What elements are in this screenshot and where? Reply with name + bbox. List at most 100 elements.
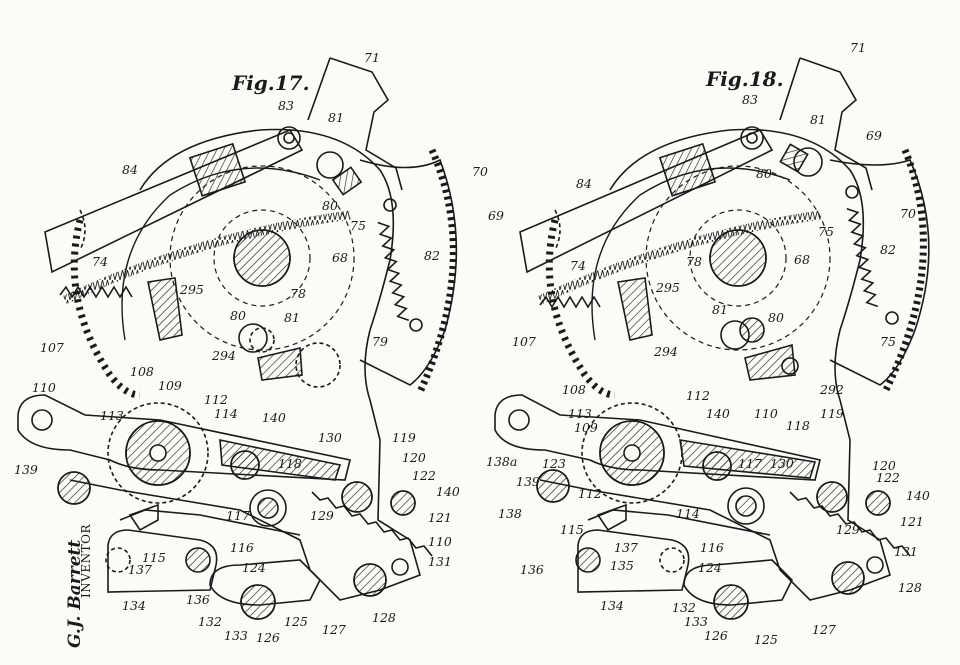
ref-label: 108 [562,382,586,397]
ref-label: 121 [900,514,924,529]
hub-circle [689,209,787,307]
ref-label: 131 [428,554,452,569]
ref-label: 120 [872,458,896,473]
ref-label: 74 [92,254,108,269]
bar-114 [679,439,817,479]
lever-84 [44,128,304,274]
block-80 [779,143,809,173]
ref-label: 295 [179,282,204,297]
ref-label: 116 [230,540,254,555]
pawl-115 [128,503,159,532]
shaft-113-hole [623,444,641,462]
ref-label: 81 [712,302,728,317]
ref-label: 131 [894,544,918,559]
spring-anchor [885,311,899,325]
lever-84-end [554,209,561,251]
ref-label: 139 [516,474,540,489]
ref-label: 109 [158,378,182,393]
ref-label: 140 [706,406,730,421]
ref-label: 69 [866,128,882,143]
detent-294 [257,347,303,381]
stud-140b-outline [865,490,891,516]
ref-label: 125 [754,632,778,647]
stud-122-outline [341,481,373,513]
rack-70 [881,148,927,394]
stud-133-outline [240,584,276,620]
ref-label: 71 [850,40,866,55]
ref-label: 140 [906,488,930,503]
ref-label: 74 [570,258,586,273]
plate [69,128,421,601]
pivot-83 [277,126,301,150]
ref-label: 114 [676,506,700,521]
ref-label: 110 [32,380,56,395]
rack-74 [538,210,821,305]
ref-label: 80 [756,166,772,181]
ref-label: 127 [812,622,836,637]
rack-74 [63,210,351,305]
stud-81b [249,327,275,353]
pawl-295 [617,277,653,341]
ref-label: 117 [738,456,762,471]
ref-label: 130 [770,456,794,471]
gear-108 [107,402,209,504]
stud-139-outline [57,471,91,505]
ref-label: 112 [686,388,710,403]
ref-label: 78 [290,286,306,301]
lever-71-edge [307,57,331,121]
ref-label: 114 [214,406,238,421]
segment-69 [359,158,458,386]
ref-label: 107 [512,334,536,349]
ref-label: 138a [486,454,517,469]
ref-label: 119 [392,430,416,445]
ring-117 [249,489,287,527]
lever-84-end [79,209,86,251]
lever-124 [209,559,321,606]
ref-label: 122 [876,470,900,485]
pivot-83-inner [746,132,758,144]
ref-label: 82 [880,242,896,257]
ref-label: 137 [614,540,638,555]
ring-117 [727,487,765,525]
pin-292 [781,357,799,375]
stud-128-outline [353,563,387,597]
ref-label: 75 [350,218,366,233]
ref-label: 294 [211,348,236,363]
stud-80 [238,323,268,353]
lever-84 [519,128,774,274]
figure-18-title: Fig.18. [705,67,784,91]
stud-136 [575,547,601,573]
ref-label: 118 [786,418,810,433]
ref-label: 113 [568,406,592,421]
ref-label: 129 [310,508,334,523]
ref-label: 132 [198,614,222,629]
lever-71 [799,57,873,191]
pawl-115 [596,503,627,532]
hub-circle [213,209,311,307]
ref-label: 127 [322,622,346,637]
bar-114 [219,438,342,481]
ref-label: 124 [242,560,266,575]
ref-label: 123 [542,456,566,471]
ref-label: 75 [880,334,896,349]
ref-label: 134 [122,598,146,613]
ref-label: 137 [128,562,152,577]
ref-label: 133 [224,628,248,643]
ref-label: 83 [742,92,758,107]
spring-74 [539,295,601,309]
figure-17-title: Fig.17. [231,71,310,95]
pivot-75 [383,198,397,212]
ref-label: 70 [900,206,916,221]
stud-128-outline [831,561,865,595]
ref-label: 295 [655,280,680,295]
ref-label: 69 [488,208,504,223]
spring-129 [789,491,911,557]
rack-70 [416,148,457,394]
lever-71 [329,57,403,191]
ref-label: 129 [836,522,860,537]
ref-label: 130 [318,430,342,445]
ref-label: 108 [130,364,154,379]
figure-18-labels: 71 83 81 69 80 84 70 75 82 78 68 74 295 … [486,40,930,647]
ref-label: 140 [262,410,286,425]
ref-label: 139 [14,462,38,477]
